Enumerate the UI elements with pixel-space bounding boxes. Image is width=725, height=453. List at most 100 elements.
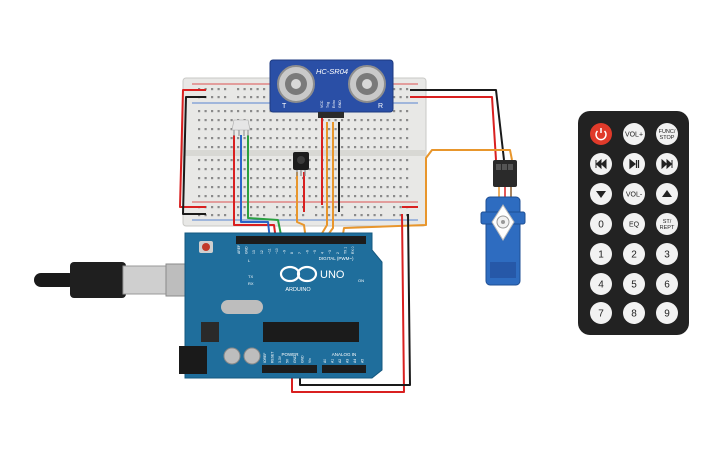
arduino-logo-text: ARDUINO (285, 287, 311, 293)
remote-button-4[interactable]: 4 (590, 273, 612, 295)
remote-button-label: REPT (660, 225, 675, 231)
remote-button-label: 6 (664, 280, 670, 291)
digital-pin-label: 7 (298, 252, 302, 254)
remote-button-up[interactable] (656, 183, 678, 205)
servo-motor (480, 160, 526, 286)
l-label: L (248, 258, 251, 263)
remote-button-vol-[interactable]: VOL- (623, 183, 645, 205)
remote-button-label: 4 (598, 280, 604, 291)
digital-pin-label: 13 (252, 250, 256, 254)
sensor-pin-label: Echo (332, 100, 336, 108)
remote-button-1[interactable]: 1 (590, 243, 612, 265)
remote-button-3[interactable]: 3 (656, 243, 678, 265)
next-icon (661, 158, 673, 170)
remote-button-label: 7 (598, 309, 604, 320)
analog-pin-label: A3 (346, 359, 350, 363)
digital-pin-label: ~11 (267, 248, 271, 254)
digital-pin-label: ~9 (283, 250, 287, 254)
analog-label: ANALOG IN (332, 352, 357, 357)
wire-black-left-rail (182, 96, 206, 215)
digital-pin-label: ~10 (275, 248, 279, 254)
remote-button-next[interactable] (656, 153, 678, 175)
down-arrow-icon (596, 191, 606, 198)
digital-pin-label: TX 1 (343, 247, 347, 254)
sensor-t-label: T (282, 103, 287, 110)
analog-pin-label: A4 (353, 359, 357, 363)
wire-black-right-rail (410, 89, 505, 161)
power-pin-label: IOREF (263, 353, 267, 363)
wire-red-left-rail (179, 89, 206, 208)
tx-label: TX (248, 274, 253, 279)
power-pin-label: RESET (271, 352, 275, 363)
remote-button-prev[interactable] (590, 153, 612, 175)
remote-button-9[interactable]: 9 (656, 302, 678, 324)
digital-pin-label: 4 (321, 252, 325, 254)
remote-button-2[interactable]: 2 (623, 243, 645, 265)
remote-button-label: 8 (631, 309, 637, 320)
power-pin-label: GND (301, 355, 305, 363)
usb-cable (34, 262, 197, 298)
sensor-r-label: R (378, 103, 383, 110)
digital-pin-label: ~6 (305, 250, 309, 254)
remote-button-eq[interactable]: EQ (623, 213, 645, 235)
remote-button-power[interactable] (590, 123, 612, 145)
ir-receiver (293, 152, 309, 176)
remote-button-func-stop[interactable]: FUNC/STOP (656, 123, 678, 145)
microcontroller-chip (263, 322, 359, 342)
remote-button-label: EQ (629, 221, 640, 228)
power-pin-label: 3.3V (278, 355, 282, 363)
power-pin-label: Vin (308, 358, 312, 363)
remote-button-vol-[interactable]: VOL+ (623, 123, 645, 145)
previous-icon (595, 158, 607, 170)
sensor-model: HC-SR04 (316, 67, 348, 76)
remote-button-down[interactable] (590, 183, 612, 205)
wire-red-5v (291, 213, 405, 393)
power-pin-label: 5V (286, 358, 290, 363)
up-arrow-icon (662, 190, 672, 197)
digital-pin-label: GND (245, 246, 249, 254)
power-label: POWER (281, 352, 299, 357)
analog-pin-label: A0 (323, 359, 327, 363)
wire-red-right-rail (410, 96, 497, 161)
remote-button-label: 5 (631, 280, 637, 291)
play-pause-icon (629, 158, 640, 170)
remote-button-label: 1 (598, 250, 604, 261)
rx-label: RX (248, 281, 254, 286)
wire-green-led (247, 135, 283, 241)
remote-button-7[interactable]: 7 (590, 302, 612, 324)
remote-button-play-pause[interactable] (623, 153, 645, 175)
ir-remote: VOL+ FUNC/STOP VOL- 0 EQ ST/REPT 1 2 3 4 5 6 7 8 9 (578, 111, 689, 335)
remote-button-8[interactable]: 8 (623, 302, 645, 324)
digital-pin-label: 12 (260, 250, 264, 254)
digital-label: DIGITAL (PWM~) (319, 256, 354, 261)
on-label: ON (358, 278, 364, 283)
sensor-pin-label: VCC (320, 100, 324, 108)
remote-button-6[interactable]: 6 (656, 273, 678, 295)
remote-button-5[interactable]: 5 (623, 273, 645, 295)
remote-button-label: FUNC/ (659, 129, 676, 135)
remote-button-label: 3 (664, 250, 670, 261)
wires (179, 89, 513, 393)
digital-pin-label: ~5 (313, 250, 317, 254)
power-pin-label: GND (293, 355, 297, 363)
remote-button-label: 2 (631, 250, 637, 261)
remote-button-label: VOL+ (625, 131, 643, 138)
sensor-pin-label: GND (338, 100, 342, 108)
analog-pin-label: A2 (338, 359, 342, 363)
remote-button-st-rept[interactable]: ST/REPT (656, 213, 678, 235)
remote-button-label: 0 (598, 220, 604, 231)
power-icon (595, 130, 607, 141)
remote-button-label: STOP (660, 135, 675, 141)
analog-pin-label: A1 (331, 359, 335, 363)
remote-button-label: 9 (664, 309, 670, 320)
digital-pin-label: AREF (237, 245, 241, 254)
digital-pin-label: 8 (290, 252, 294, 254)
digital-pin-label: ~3 (328, 250, 332, 254)
power-jack (179, 346, 207, 374)
analog-pin-label: A5 (361, 359, 365, 363)
arduino-board: UNO ARDUINO DIGITAL (PWM~) POWER ANALOG … (179, 232, 383, 379)
remote-button-label: VOL- (626, 191, 643, 198)
remote-button-0[interactable]: 0 (590, 213, 612, 235)
